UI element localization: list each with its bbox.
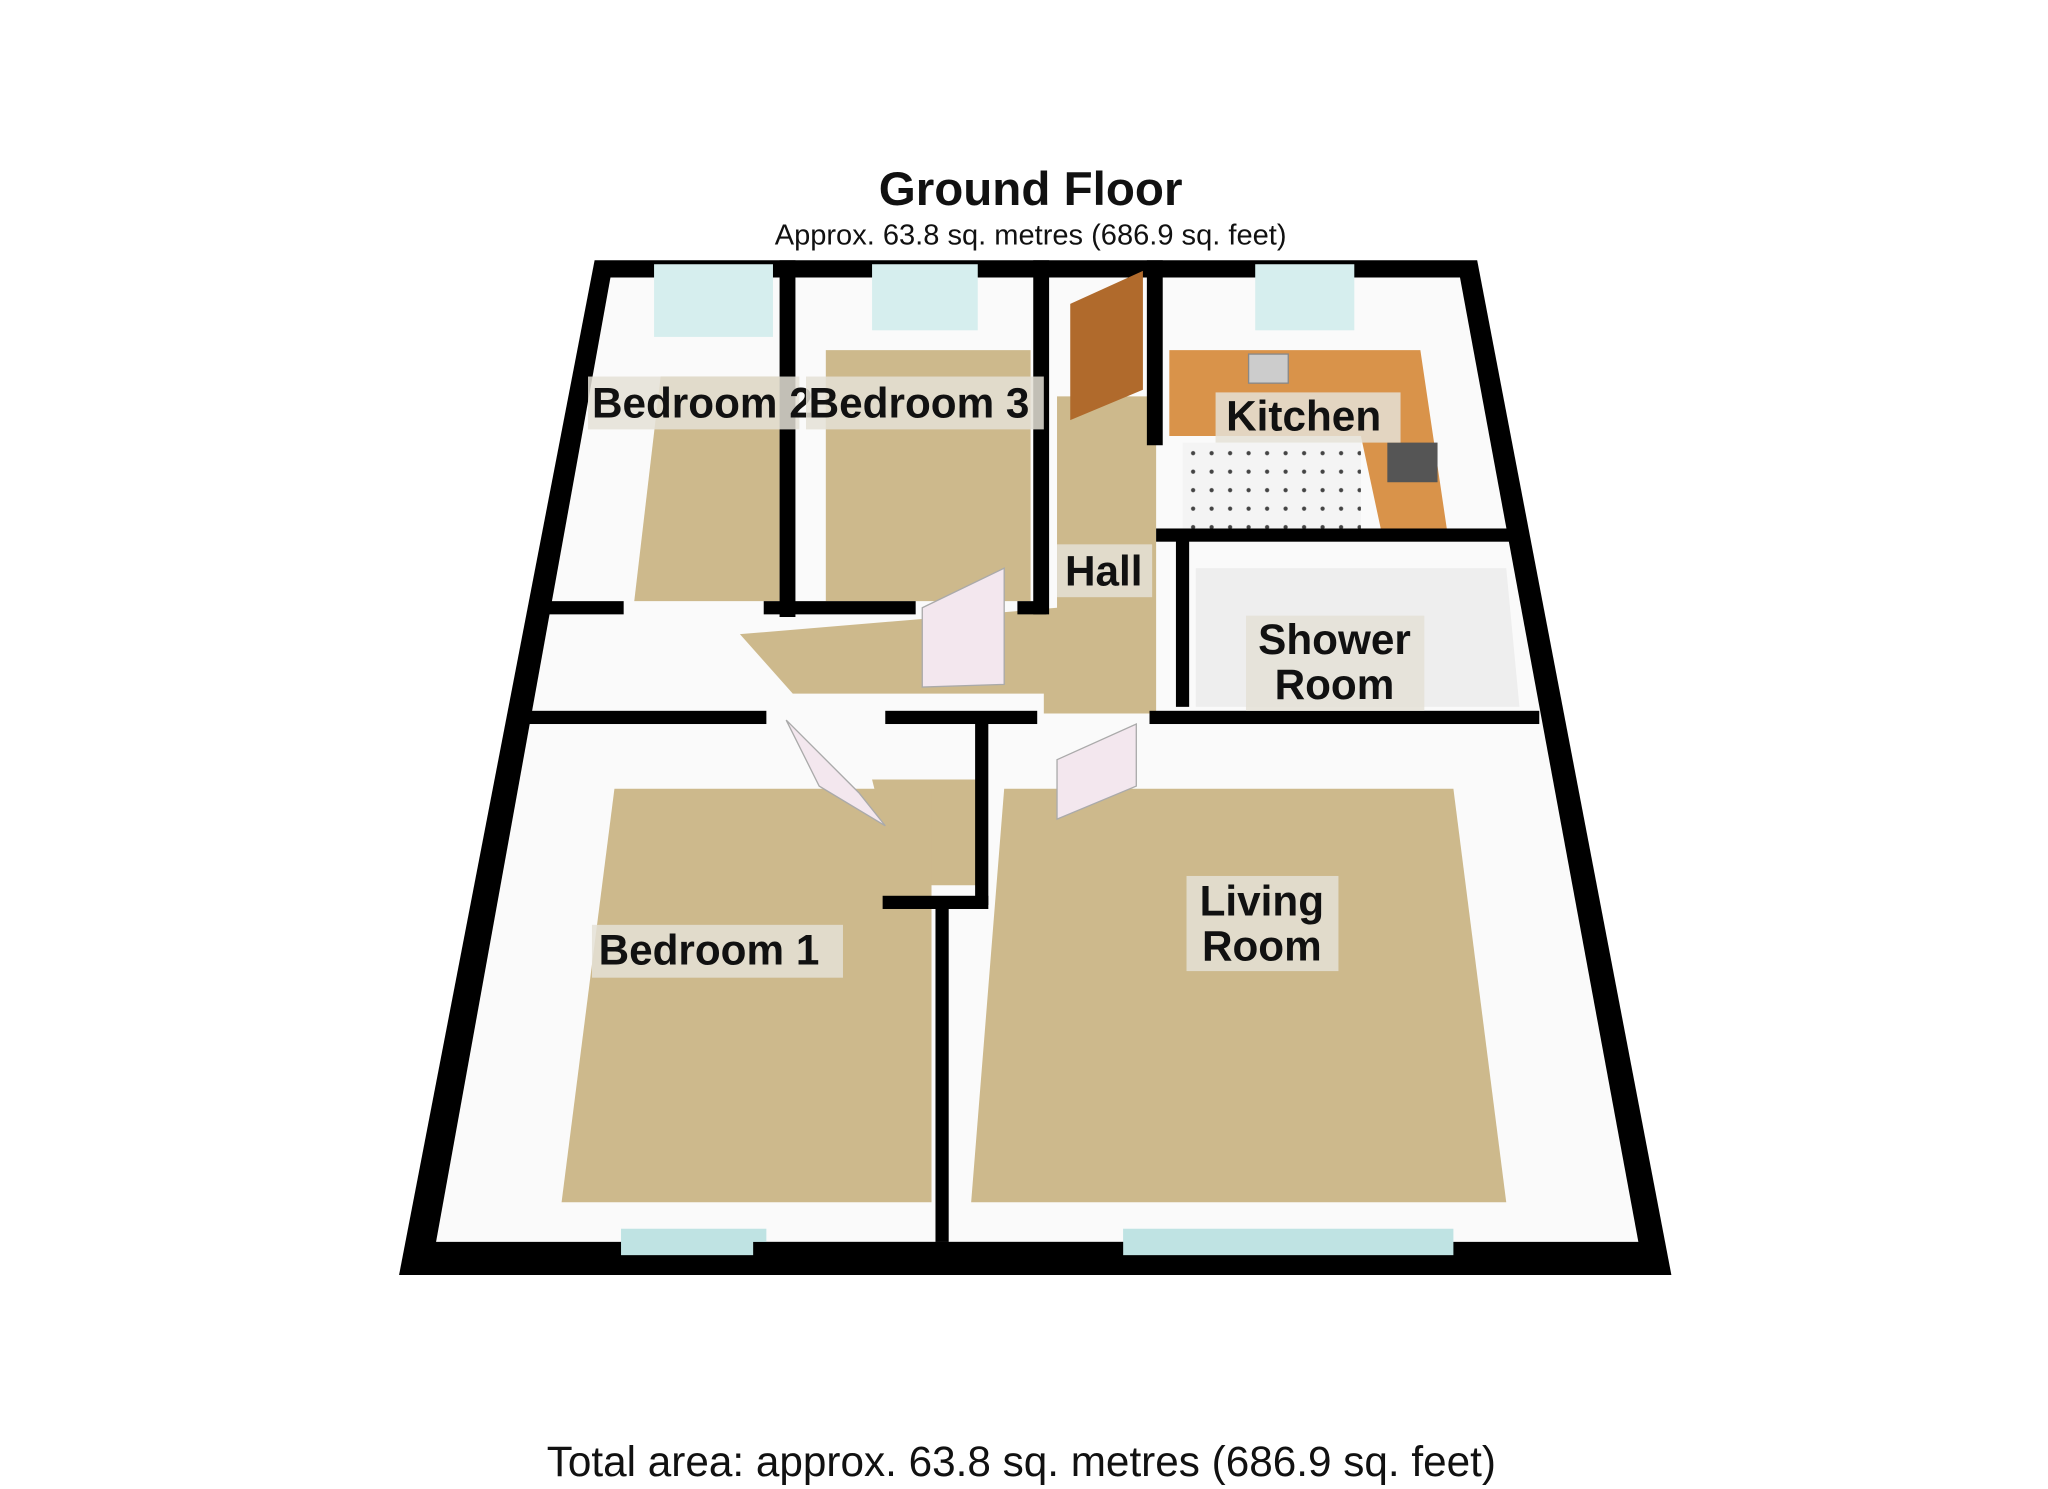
label-kitchen: Kitchen <box>1226 393 1381 440</box>
label-shower-room: Shower <box>1258 616 1411 663</box>
label-shower-room-2: Room <box>1275 661 1395 708</box>
hall-floor <box>739 396 1157 714</box>
kitchen-floor <box>1182 442 1361 529</box>
front-door[interactable] <box>1070 270 1143 421</box>
label-living-room-2: Room <box>1202 923 1322 970</box>
window <box>654 264 773 337</box>
window <box>1123 1228 1454 1256</box>
label-bedroom-1: Bedroom 1 <box>599 926 820 973</box>
window <box>872 264 978 331</box>
door[interactable] <box>785 719 886 827</box>
label-bedroom-3: Bedroom 3 <box>809 380 1030 427</box>
bedroom2-floor <box>634 376 780 602</box>
label-living-room: Living <box>1200 878 1324 925</box>
total-area: Total area: approx. 63.8 sq. metres (686… <box>547 1438 1496 1485</box>
door[interactable] <box>921 567 1005 688</box>
label-hall: Hall <box>1065 547 1143 594</box>
hob-icon <box>1387 442 1438 483</box>
door[interactable] <box>1056 722 1137 821</box>
sink-icon <box>1247 353 1289 384</box>
floor-subtitle: Approx. 63.8 sq. metres (686.9 sq. feet) <box>775 219 1287 251</box>
bedroom1-floor <box>561 788 932 1203</box>
floor-title: Ground Floor <box>879 163 1183 216</box>
internal-walls <box>528 260 1540 1275</box>
label-bedroom-2: Bedroom 2 <box>592 380 813 427</box>
window <box>621 1228 767 1256</box>
living-floor <box>971 788 1507 1203</box>
window <box>1255 264 1355 331</box>
